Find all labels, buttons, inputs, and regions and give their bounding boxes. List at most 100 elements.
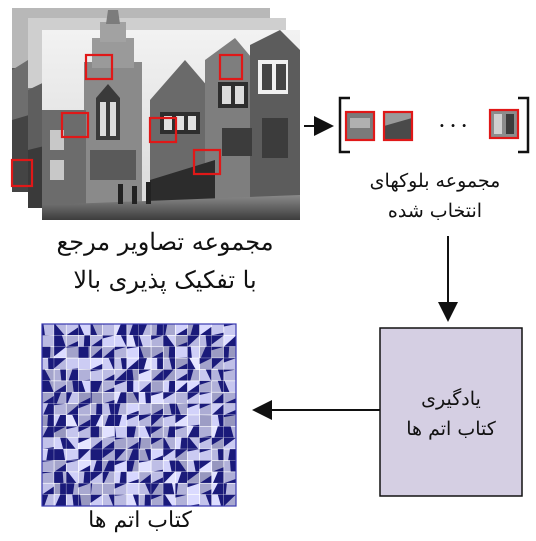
dictionary-atom-pattern (156, 324, 164, 336)
dictionary-atom-pattern (223, 415, 236, 418)
dictionary-atom-pattern (66, 459, 79, 461)
dictionary-atom-pattern (223, 478, 236, 484)
dictionary-atom-pattern (217, 369, 224, 381)
dictionary-atom-pattern (187, 449, 200, 452)
right-bracket (518, 96, 530, 154)
dictionary-atom-pattern (42, 369, 51, 381)
dictionary-atom (102, 426, 116, 439)
dictionary-atom-pattern (114, 380, 127, 386)
dictionary-atom-pattern (205, 494, 212, 506)
dictionary-atom-pattern (42, 471, 55, 474)
dictionary-atom-pattern (228, 449, 236, 461)
dictionary-atom-pattern (126, 460, 135, 472)
dictionary-atom-pattern (168, 346, 176, 359)
dictionary-atom-pattern (90, 338, 103, 347)
dictionary-atom (114, 437, 128, 450)
dictionary-atom-pattern (114, 369, 127, 381)
dictionary-atom-pattern (78, 449, 91, 461)
dictionary-atom-pattern (114, 449, 126, 461)
dictionary-atom-pattern (126, 380, 134, 393)
dictionary-atom-pattern (54, 463, 67, 472)
dictionary-atom-pattern (78, 403, 91, 409)
dictionary-atom-pattern (199, 460, 212, 470)
dictionary-atom-pattern (132, 335, 139, 347)
dictionary-atom-pattern (139, 381, 152, 393)
dictionary-atom (199, 426, 213, 439)
dictionary-atom-pattern (175, 449, 188, 459)
dictionary-atom-pattern (223, 398, 236, 404)
dictionary-atom-pattern (55, 494, 67, 506)
dictionary-atom (114, 426, 128, 439)
dictionary-atom-pattern (129, 324, 139, 336)
dictionary-atom-pattern (175, 460, 187, 472)
dictionary-atom-pattern (151, 426, 164, 435)
dictionary-atom-pattern (151, 455, 164, 461)
dictionary-atom-pattern (72, 415, 79, 427)
dictionary-atom-pattern (145, 426, 152, 438)
dictionary-atoms-grid (41, 323, 237, 507)
dictionary-atom-pattern (175, 415, 188, 424)
block-3 (488, 108, 520, 140)
dictionary-atom-pattern (83, 335, 91, 347)
dictionary-atom-pattern (217, 415, 224, 427)
dictionary-atom-pattern (90, 369, 103, 372)
dictionary-atom-pattern (42, 446, 55, 450)
dictionary-atom-pattern (54, 403, 67, 406)
dictionary-atom-pattern (42, 324, 45, 336)
dictionary-atom-pattern (102, 399, 115, 404)
dictionary-atom (114, 494, 128, 507)
dictionary-atom-pattern (193, 460, 200, 472)
dictionary-atom (90, 369, 103, 382)
dictionary-atom-pattern (93, 460, 103, 472)
dictionary-atom-pattern (66, 327, 79, 336)
dictionary-atom-pattern (132, 494, 139, 506)
dictionary-atom-pattern (217, 380, 224, 393)
dictionary-atom-pattern (102, 374, 115, 381)
reference-images-label-line2: با تفکیک پذیری بالا (73, 266, 257, 294)
dictionary-atom-pattern (139, 460, 152, 463)
dictionary-atom-pattern (114, 483, 127, 489)
dictionary-atom-pattern (120, 335, 127, 347)
dictionary-atom-pattern (211, 358, 224, 370)
dictionary-atom-pattern (54, 471, 64, 484)
dictionary-atom-pattern (145, 483, 152, 495)
block-1 (344, 110, 376, 142)
dictionary-atom (187, 414, 200, 427)
dictionary-atom-pattern (90, 380, 103, 393)
dictionary-atom (102, 323, 116, 336)
dictionary-atom-pattern (126, 478, 139, 484)
dictionary-atom-pattern (42, 395, 55, 404)
dictionary-atom-pattern (139, 437, 142, 450)
dictionary-atom (90, 391, 103, 404)
dictionary-atom-pattern (78, 379, 91, 381)
dictionary-atom-pattern (78, 397, 91, 404)
dictionary-atom-pattern (163, 494, 173, 506)
dictionary-atom-pattern (199, 358, 212, 365)
dictionary-atom-pattern (151, 494, 164, 500)
dictionary-atom-pattern (175, 363, 188, 370)
patch-3 (60, 111, 90, 139)
dictionary-atom-pattern (223, 409, 236, 415)
dictionary-atom-pattern (54, 449, 66, 461)
dictionary-atom-pattern (151, 415, 164, 427)
dictionary-atom-pattern (187, 426, 200, 438)
selected-blocks-label-line1: مجموعه بلوکهای (369, 170, 501, 192)
dictionary-atom-pattern (223, 346, 230, 359)
dictionary-atom-pattern (54, 426, 67, 433)
dictionary-atom-pattern (54, 384, 67, 393)
dictionary-atom-pattern (54, 324, 65, 336)
dictionary-atom-pattern (163, 369, 174, 381)
dictionary-atom (53, 403, 67, 416)
dictionary-atom-pattern (187, 483, 200, 488)
dictionary-atom-pattern (90, 392, 92, 404)
dictionary-atom-pattern (126, 358, 139, 370)
dictionary-atom-pattern (199, 392, 212, 396)
dictionary-atom-pattern (108, 494, 115, 506)
dictionary-atom-pattern (199, 326, 212, 336)
dictionary-atom-pattern (90, 426, 100, 438)
dictionary-atom (138, 403, 152, 416)
dictionary-atom-pattern (114, 346, 127, 351)
dictionary-atom-pattern (42, 460, 55, 462)
dictionary-atom-pattern (144, 494, 152, 506)
dictionary-atom-pattern (223, 380, 230, 393)
